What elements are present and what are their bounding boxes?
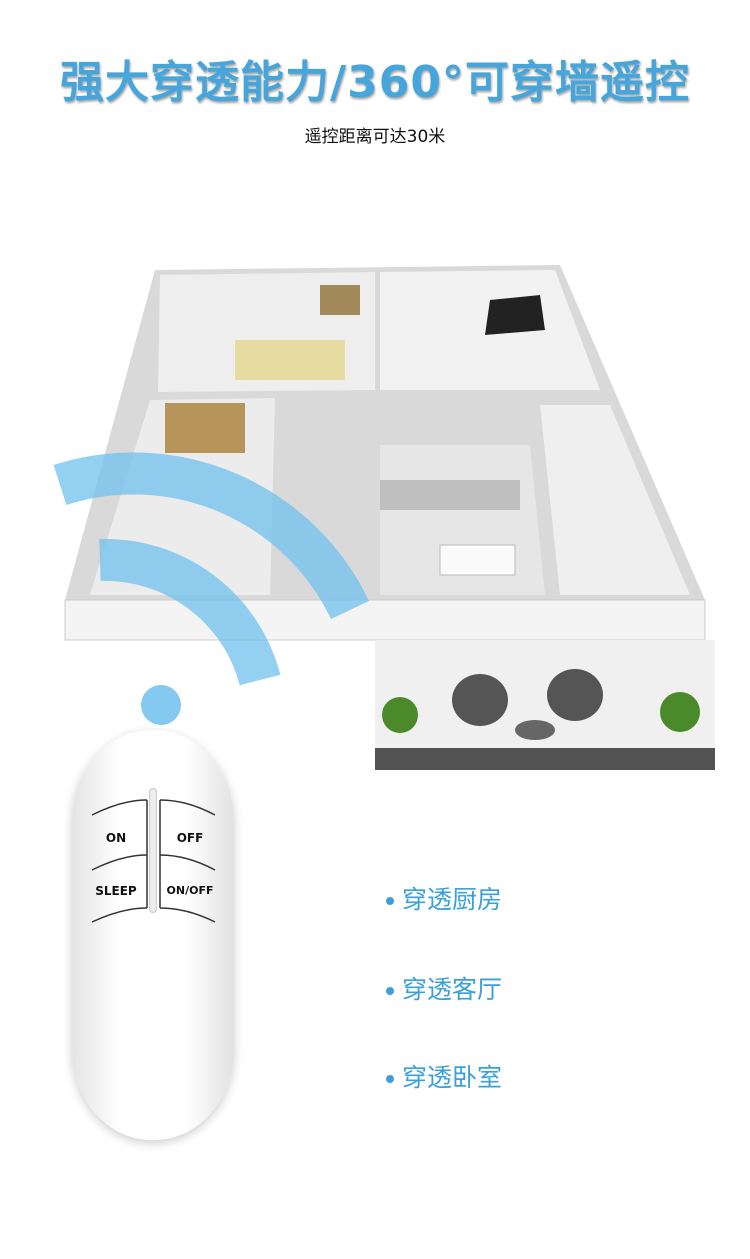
- feature-living-room: 穿透客厅: [386, 970, 502, 1006]
- feature-bedroom: 穿透卧室: [386, 1058, 502, 1094]
- house-floorplan-illustration: [53, 265, 715, 770]
- on-off-button[interactable]: ON/OFF: [166, 884, 214, 897]
- piano: [485, 295, 545, 335]
- bookshelf: [165, 403, 245, 453]
- feature-kitchen: 穿透厨房: [386, 880, 502, 916]
- remote-control: ON OFF SLEEP ON/OFF: [72, 730, 234, 1140]
- page-subtitle: 遥控距离可达30米: [304, 127, 446, 147]
- on-button[interactable]: ON: [105, 831, 127, 845]
- sleep-button[interactable]: SLEEP: [95, 884, 137, 898]
- bed: [235, 340, 345, 380]
- page-title: 强大穿透能力/360°可穿墙遥控: [60, 57, 690, 108]
- balcony-railing: [375, 748, 715, 770]
- off-button[interactable]: OFF: [176, 831, 204, 845]
- wifi-signal-icon: [53, 452, 369, 686]
